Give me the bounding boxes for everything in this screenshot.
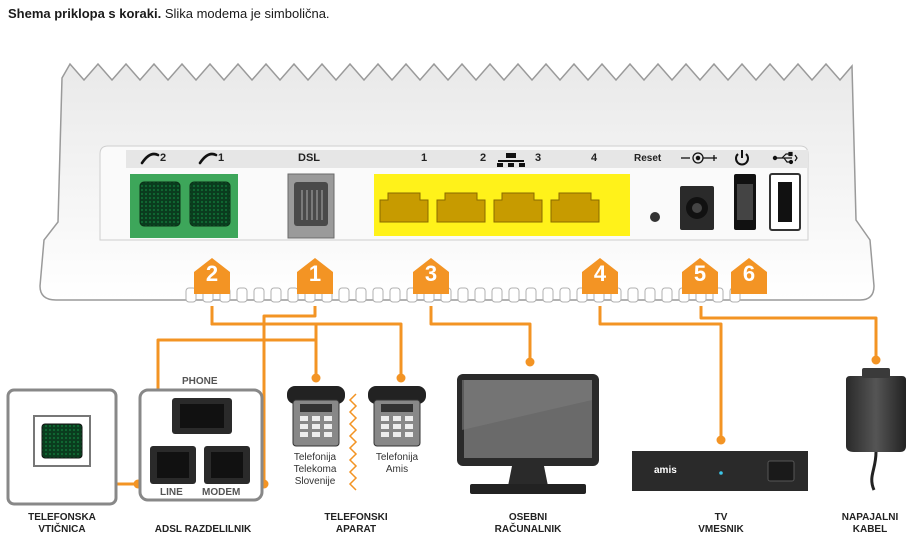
phone-left-caption-line1: Telefonija xyxy=(293,452,337,463)
phone-divider xyxy=(348,393,358,491)
step-badge-5-text: 5 xyxy=(693,261,707,286)
set-top-box xyxy=(632,451,808,491)
power-label-line2: KABEL xyxy=(852,524,888,535)
stb-brand-logo: amis xyxy=(654,465,677,476)
reset-port-label: Reset xyxy=(634,153,662,164)
dsl-port[interactable] xyxy=(287,173,335,239)
step-badge-3-text: 3 xyxy=(424,261,438,286)
pc-label-line2: RAČUNALNIK xyxy=(494,524,562,535)
phone-right-caption-line2: Amis xyxy=(385,464,409,475)
pc-label-line1: OSEBNI xyxy=(508,512,548,523)
step-badge-2: 2 xyxy=(194,258,230,294)
step-badge-1: 1 xyxy=(297,258,333,294)
title-rest: Slika modema je simbolična. xyxy=(164,6,330,21)
lan-ports[interactable] xyxy=(374,174,630,236)
splitter-line-label: LINE xyxy=(160,487,183,498)
step-badge-3: 3 xyxy=(413,258,449,294)
usb-port[interactable] xyxy=(769,173,801,231)
stb-label: TV VMESNIK xyxy=(671,512,771,536)
power-label-line1: NAPAJALNI xyxy=(841,512,899,523)
network-icon xyxy=(497,153,525,167)
phone1-port-label: 1 xyxy=(218,152,225,164)
reset-button[interactable] xyxy=(650,212,660,222)
phone-left xyxy=(287,386,345,447)
pc-monitor xyxy=(457,374,599,494)
power-switch[interactable] xyxy=(734,174,756,230)
phone-right-caption-line1: Telefonija xyxy=(375,452,419,463)
power-adapter xyxy=(846,368,906,491)
phone-left-caption: Telefonija Telekoma Slovenije xyxy=(278,452,352,488)
step-badge-4: 4 xyxy=(582,258,618,294)
lan3-port-label: 3 xyxy=(535,152,542,164)
usb-icon xyxy=(772,151,798,165)
power-label: NAPAJALNI KABEL xyxy=(826,512,914,536)
socket-label-line2: VTIČNICA xyxy=(38,524,86,535)
title-bold: Shema priklopa s koraki. xyxy=(8,6,162,21)
power-jack-icon xyxy=(681,152,717,164)
phone-right-caption: Telefonija Amis xyxy=(362,452,432,476)
phone-ports[interactable] xyxy=(130,174,238,238)
step-badge-6-text: 6 xyxy=(742,261,756,286)
splitter-label: ADSL RAZDELILNIK xyxy=(138,524,268,536)
power-button-icon xyxy=(735,150,749,166)
step-badge-2-text: 2 xyxy=(205,261,219,286)
socket-label-line1: TELEFONSKA xyxy=(28,512,96,523)
splitter-phone-label: PHONE xyxy=(182,376,218,387)
lan1-port-label: 1 xyxy=(421,152,428,164)
phone-label-line2: APARAT xyxy=(335,524,377,535)
phone-label: TELEFONSKI APARAT xyxy=(306,512,406,536)
phone2-port-label: 2 xyxy=(160,152,167,164)
power-jack[interactable] xyxy=(680,186,714,230)
splitter-label-line1: ADSL RAZDELILNIK xyxy=(154,524,252,535)
adsl-splitter xyxy=(138,388,264,502)
step-badge-5: 5 xyxy=(682,258,718,294)
step-badge-1-text: 1 xyxy=(308,261,322,286)
socket-label: TELEFONSKA VTIČNICA xyxy=(12,512,112,536)
lan2-port-label: 2 xyxy=(480,152,487,164)
pc-label: OSEBNI RAČUNALNIK xyxy=(478,512,578,536)
splitter-modem-label: MODEM xyxy=(202,487,241,498)
phone-left-caption-line2: Telekoma xyxy=(293,464,337,475)
dsl-port-label: DSL xyxy=(298,152,320,164)
phone-label-line1: TELEFONSKI xyxy=(324,512,388,523)
lan4-port-label: 4 xyxy=(591,152,598,164)
step-badge-6: 6 xyxy=(731,258,767,294)
wall-socket xyxy=(6,388,118,506)
phone-handset-icon xyxy=(140,152,218,165)
page-title: Shema priklopa s koraki. Slika modema je… xyxy=(8,6,330,21)
step-badge-4-text: 4 xyxy=(593,261,607,286)
phone-left-caption-line3: Slovenije xyxy=(294,476,336,487)
stb-label-line2: VMESNIK xyxy=(698,524,744,535)
phone-right xyxy=(368,386,426,447)
stb-label-line1: TV xyxy=(714,512,728,523)
